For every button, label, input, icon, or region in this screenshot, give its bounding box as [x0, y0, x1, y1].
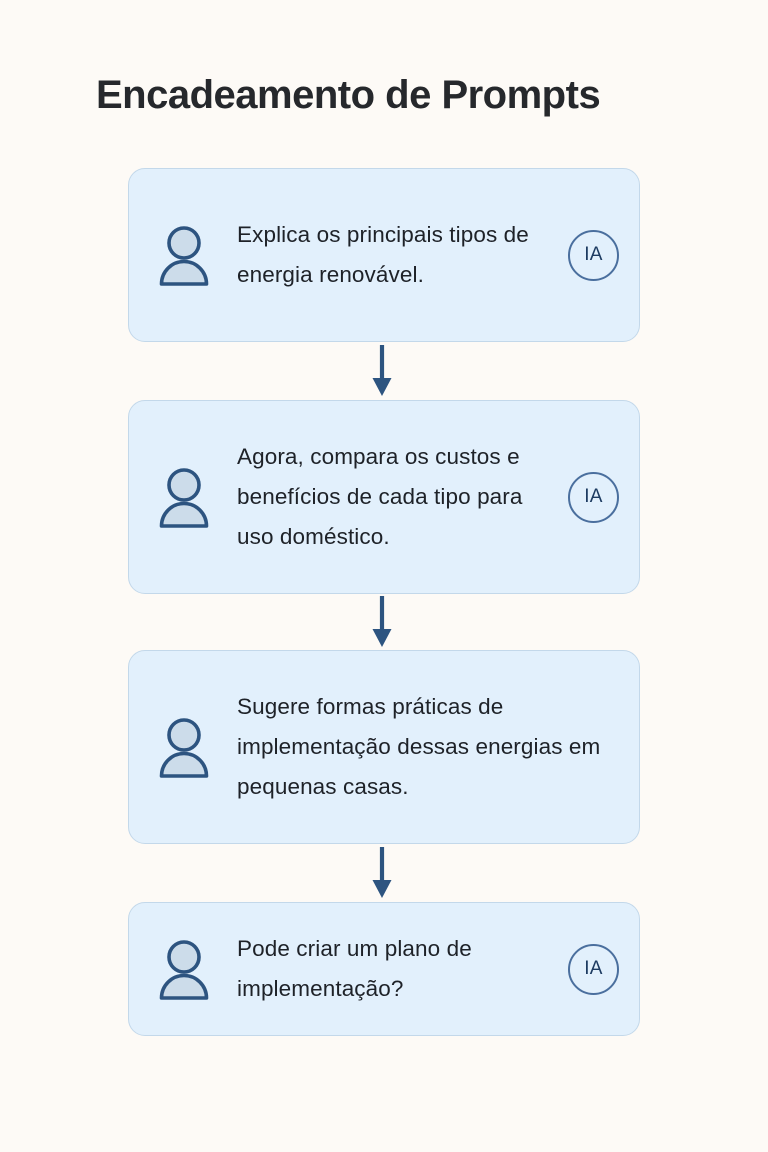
flow-connector-2: [126, 594, 638, 650]
prompt-chain-flow: Explica os principais tipos de energia r…: [128, 168, 640, 1036]
ia-badge-2: IA: [568, 471, 619, 523]
prompt-step-card-3[interactable]: Sugere formas práticas de implementação …: [128, 650, 640, 844]
page-title: Encadeamento de Prompts: [96, 73, 601, 117]
user-icon: [159, 226, 209, 286]
user-icon: [159, 940, 209, 1000]
prompt-step-text-2: Agora, compara os custos e benefícios de…: [237, 444, 523, 549]
flow-connector-1: [126, 342, 638, 400]
ia-badge-4: IA: [568, 943, 619, 995]
prompt-step-text-1: Explica os principais tipos de energia r…: [237, 222, 529, 287]
arrow-down-icon: [372, 847, 392, 898]
prompt-step-text-4: Pode criar um plano de implementação?: [237, 936, 472, 1001]
arrow-down-icon: [372, 596, 392, 647]
prompt-step-text-3: Sugere formas práticas de implementação …: [237, 694, 601, 799]
ia-badge-1: IA: [568, 229, 619, 281]
arrow-down-icon: [372, 345, 392, 396]
flow-connector-3: [126, 844, 638, 902]
prompt-step-card-2[interactable]: Agora, compara os custos e benefícios de…: [128, 400, 640, 594]
prompt-step-card-4[interactable]: Pode criar um plano de implementação? IA: [128, 902, 640, 1036]
prompt-step-card-1[interactable]: Explica os principais tipos de energia r…: [128, 168, 640, 342]
user-icon: [159, 468, 209, 528]
user-icon: [159, 718, 209, 778]
